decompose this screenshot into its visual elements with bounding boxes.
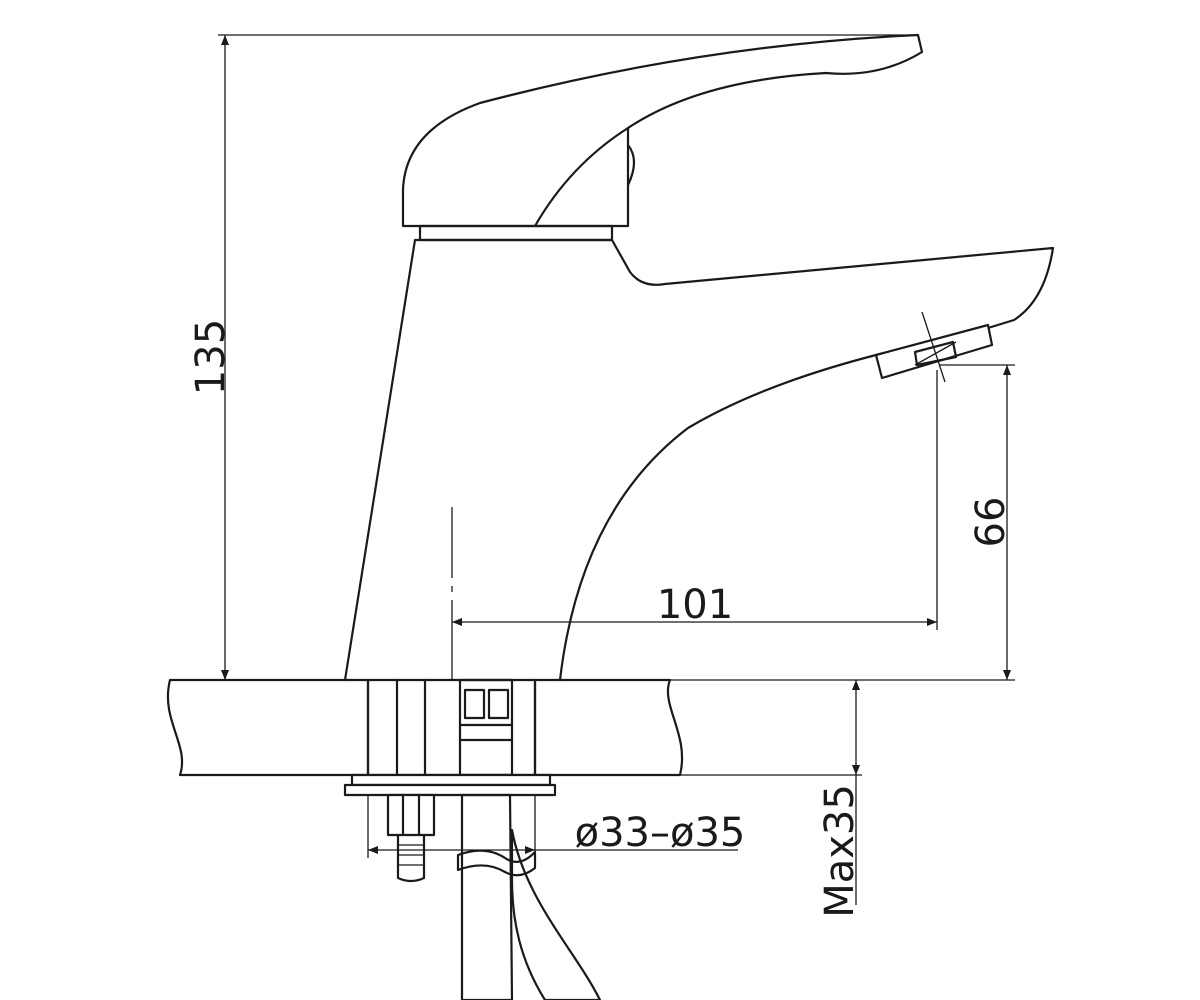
mounting-hardware	[343, 678, 557, 883]
aerator	[874, 311, 994, 383]
dimension-spout-reach	[452, 370, 938, 630]
dimension-total-height	[218, 34, 918, 680]
spout-reach-label: 101	[657, 582, 733, 628]
total-height-label: 135	[188, 319, 234, 395]
dimension-hole-diameter	[367, 795, 738, 858]
spout-height-label: 66	[968, 497, 1014, 548]
hole-diameter-label: ø33–ø35	[575, 810, 746, 856]
dimension-spout-height	[940, 364, 1015, 680]
max-thickness-label: Max35	[817, 784, 863, 918]
countertop-section	[166, 678, 1015, 777]
lever-handle	[401, 33, 924, 228]
